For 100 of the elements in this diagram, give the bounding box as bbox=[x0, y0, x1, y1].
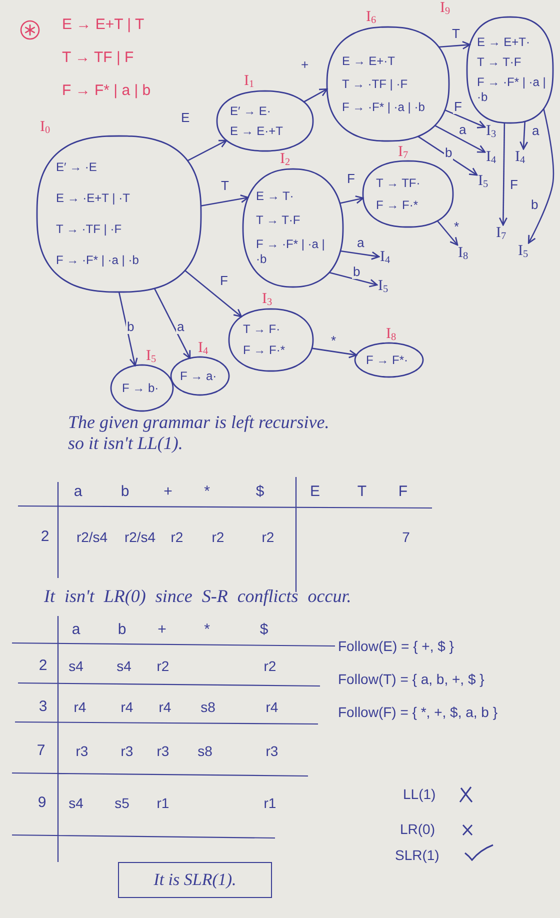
column-heading: F bbox=[398, 483, 408, 501]
column-heading: a bbox=[72, 621, 80, 639]
state-label: I$_{9}$ bbox=[440, 1, 450, 17]
edge-label: b bbox=[352, 265, 362, 279]
column-heading: T bbox=[357, 483, 367, 501]
parse-action: s5 bbox=[114, 794, 130, 812]
lr-item: F → ·F* | ·a | ·b bbox=[342, 100, 425, 114]
lr-item: E′ → E· bbox=[230, 104, 271, 118]
state-number: 2 bbox=[40, 528, 50, 546]
parse-action: s4 bbox=[116, 658, 132, 674]
lr-item: F → ·F* | ·a | ·b bbox=[477, 75, 547, 105]
parse-action: r3 bbox=[266, 742, 278, 760]
edge-label: F bbox=[453, 100, 463, 114]
state-reference: I$_{4}$ bbox=[380, 250, 390, 266]
edge-label: F bbox=[219, 274, 229, 288]
state-label: I$_{2}$ bbox=[280, 152, 290, 168]
transition-arrow bbox=[418, 136, 478, 176]
transition-arrow bbox=[340, 195, 364, 204]
lr-item: F → ·F* | ·a | ·b bbox=[256, 237, 326, 267]
parse-action: r2 bbox=[156, 658, 170, 674]
state-label: I$_{3}$ bbox=[262, 292, 272, 308]
transition-arrow bbox=[528, 108, 554, 244]
state-label: I$_{5}$ bbox=[146, 349, 156, 365]
boxed-conclusion: It is SLR(1). bbox=[118, 862, 272, 898]
parse-action: r3 bbox=[156, 742, 170, 760]
column-heading: $ bbox=[260, 621, 268, 639]
lr-item: T → T·F bbox=[256, 213, 300, 228]
column-heading: b bbox=[120, 483, 130, 501]
transition-arrow bbox=[304, 88, 328, 102]
edge-label: F bbox=[346, 172, 356, 186]
parse-action: s4 bbox=[68, 794, 84, 812]
state-reference: I$_{5}$ bbox=[378, 279, 388, 295]
transition-arrow bbox=[498, 122, 508, 226]
lr-item: T → ·TF | ·F bbox=[56, 222, 122, 237]
edge-label: E bbox=[180, 111, 191, 125]
parse-action: s8 bbox=[198, 742, 212, 760]
column-heading: * bbox=[204, 483, 210, 501]
column-heading: E bbox=[310, 483, 320, 501]
parse-action: s4 bbox=[68, 658, 84, 674]
transition-arrow bbox=[187, 140, 228, 162]
column-heading: b bbox=[118, 621, 126, 639]
lr-item: F → F·* bbox=[376, 198, 418, 212]
lr-item: F → a· bbox=[180, 368, 217, 384]
grammar-rule: E → E+T | T bbox=[62, 16, 144, 34]
parse-action: r2 bbox=[212, 528, 224, 546]
state-label: I$_{0}$ bbox=[40, 120, 50, 136]
transition-arrow bbox=[438, 40, 471, 50]
lr-item: T → ·TF | ·F bbox=[342, 76, 408, 92]
state-reference: I$_{4}$ bbox=[486, 150, 496, 166]
parse-action: r1 bbox=[264, 794, 276, 812]
column-heading: + bbox=[158, 621, 166, 639]
grammar-rule: T → TF | F bbox=[62, 49, 134, 66]
note-text: It isn't LR(0) since S-R conflicts occur. bbox=[44, 586, 352, 607]
parse-action: r2/s4 bbox=[124, 528, 156, 546]
parse-action: r4 bbox=[74, 698, 86, 716]
parse-action: r4 bbox=[266, 698, 278, 716]
transition-arrow bbox=[444, 109, 486, 128]
parser-class-label: LL(1) bbox=[403, 786, 436, 802]
lr-item: E → ·E+T | ·T bbox=[56, 191, 130, 206]
state-label: I$_{8}$ bbox=[386, 327, 396, 343]
lr-item: F → F·* bbox=[243, 343, 285, 358]
parse-action: r2/s4 bbox=[76, 528, 108, 546]
state-number: 7 bbox=[36, 742, 46, 760]
state-label: I$_{4}$ bbox=[198, 341, 208, 357]
transition-arrow bbox=[118, 292, 138, 366]
parse-action: r1 bbox=[156, 794, 170, 812]
column-heading: * bbox=[204, 621, 210, 639]
lr-item: T → T·F bbox=[477, 55, 522, 70]
state-reference: I$_{3}$ bbox=[486, 124, 496, 140]
transition-arrow bbox=[520, 121, 528, 150]
parse-action: r4 bbox=[120, 698, 134, 716]
parse-action: s8 bbox=[200, 698, 216, 716]
lr-item: E → E+·T bbox=[342, 54, 396, 68]
state-reference: I$_{8}$ bbox=[458, 246, 468, 262]
edge-label: b bbox=[126, 320, 136, 334]
state-label: I$_{1}$ bbox=[244, 74, 254, 90]
follow-set: Follow(T) = { a, b, +, $ } bbox=[338, 671, 484, 688]
state-reference: I$_{7}$ bbox=[496, 226, 506, 242]
transition-arrow bbox=[200, 194, 249, 207]
column-heading: $ bbox=[256, 483, 264, 501]
lr-item: F → b· bbox=[122, 380, 159, 396]
column-heading: + bbox=[164, 483, 172, 501]
lr-item: E → T· bbox=[256, 189, 294, 204]
goto-entry: 7 bbox=[402, 528, 410, 546]
edge-label: F bbox=[509, 178, 519, 192]
transition-arrow bbox=[340, 250, 380, 260]
lr-item: E′ → ·E bbox=[56, 160, 97, 175]
edge-label: b bbox=[530, 198, 540, 212]
parse-action: r3 bbox=[120, 742, 134, 760]
lr-item: E → E·+T bbox=[230, 124, 284, 138]
parse-action: r2 bbox=[264, 658, 276, 674]
parse-action: r4 bbox=[158, 698, 172, 716]
state-reference: I$_{4}$ bbox=[515, 150, 526, 166]
state-reference: I$_{5}$ bbox=[518, 244, 528, 260]
edge-label: b bbox=[444, 146, 454, 160]
state-number: 3 bbox=[38, 698, 48, 716]
parse-action: r2 bbox=[170, 528, 184, 546]
parser-class-label: LR(0) bbox=[400, 821, 436, 838]
lr-item: E → E+T· bbox=[477, 35, 530, 50]
transition-arrow bbox=[184, 270, 242, 318]
